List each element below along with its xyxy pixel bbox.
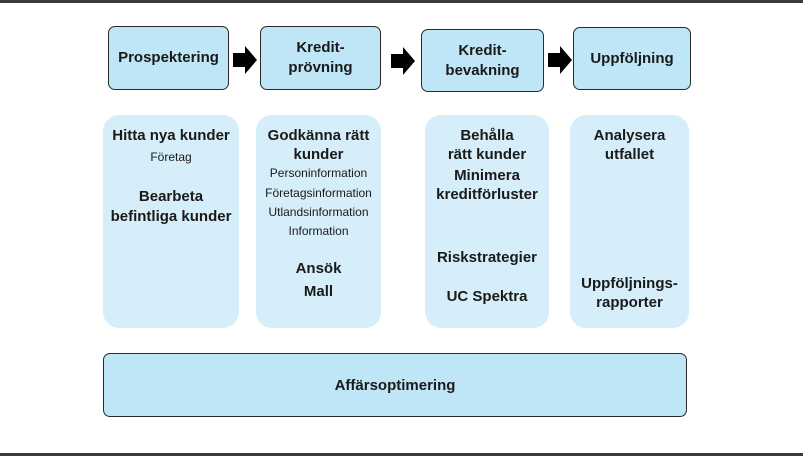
stage-kreditbevakning-line2: bevakning [445,61,520,79]
kreditbevakning-line4: kreditförluster [436,186,538,203]
column-kreditprovning: Godkänna rätt kunder Personinformation F… [256,115,381,328]
uppfoljning-line2: utfallet [604,146,655,163]
kreditbevakning-extra1: Riskstrategier [436,249,538,266]
arrow-right-icon [548,46,572,74]
kreditprovning-extra2: Mall [303,283,334,300]
kreditbevakning-line1: Behålla [460,127,514,144]
prospektering-heading2-line2: befintliga kunder [110,208,232,225]
prospektering-heading2-line1: Bearbeta [138,188,204,205]
column-uppfoljning: Analysera utfallet Uppföljnings- rapport… [570,115,689,328]
kreditbevakning-extra2: UC Spektra [446,288,528,305]
stage-kreditprovning-line2: prövning [288,59,353,76]
stage-prospektering: Prospektering [108,26,229,90]
column-kreditbevakning: Behålla rätt kunder Minimera kreditförlu… [425,115,549,328]
uppfoljning-line1: Analysera [593,127,666,144]
kreditbevakning-line2: rätt kunder [447,146,527,163]
kreditprovning-extra1: Ansök [295,260,342,277]
stage-uppfoljning-label: Uppföljning [590,49,674,67]
arrow-right-icon [391,47,415,75]
uppfoljning-extra-line1: Uppföljnings- [581,275,678,292]
business-optimization-bar: Affärsoptimering [103,353,687,417]
stage-kreditbevakning: Kredit- bevakning [421,29,544,92]
stage-kreditprovning-line1: Kredit- [296,39,345,56]
kreditprovning-heading-line1: Godkänna rätt [267,127,370,144]
stage-prospektering-label: Prospektering [118,49,219,66]
uppfoljning-extra-line2: rapporter [596,294,663,311]
kreditprovning-item: Utlandsinformation [268,205,369,219]
bottom-rule [0,453,803,456]
business-optimization-label: Affärsoptimering [334,376,456,394]
stage-uppfoljning: Uppföljning [573,27,691,90]
top-rule [0,0,803,3]
kreditbevakning-line3: Minimera [454,167,520,184]
kreditprovning-item: Företagsinformation [265,186,372,200]
kreditprovning-item: Personinformation [269,166,368,180]
prospektering-sub: Företag [150,150,192,164]
stage-kreditprovning: Kredit- prövning [260,26,381,90]
stage-kreditbevakning-line1: Kredit- [458,41,507,59]
arrow-right-icon [233,46,257,74]
kreditprovning-item: Information [288,224,349,238]
kreditprovning-heading-line2: kunder [293,146,344,163]
column-prospektering: Hitta nya kunder Företag Bearbeta befint… [103,115,239,328]
prospektering-heading: Hitta nya kunder [112,127,230,144]
